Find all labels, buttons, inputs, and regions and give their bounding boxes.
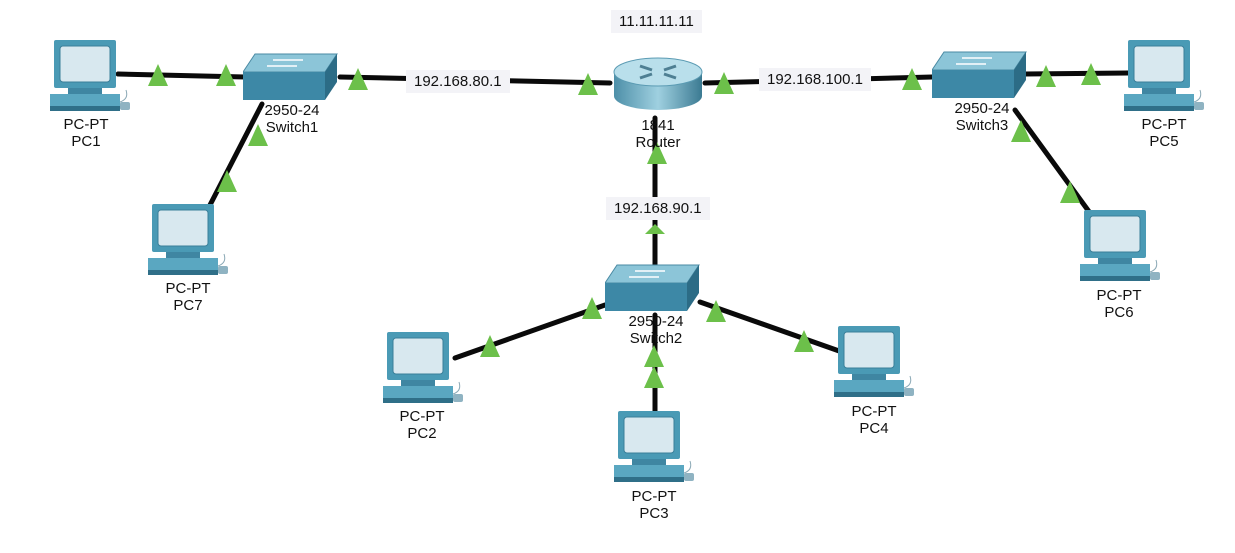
link-status-up-icon [794,330,814,352]
pc3-device[interactable] [612,411,696,490]
switch3-label: 2950-24 Switch3 [940,100,1024,134]
pc-icon [148,204,228,275]
router-icon [613,57,703,110]
switch3-device[interactable] [931,50,1028,107]
pc7-name: PC7 [173,297,203,314]
link-ip-label-right: 192.168.100.1 [759,68,871,91]
switch2-model: 2950-24 [628,313,684,330]
pc6-type: PC-PT [1096,287,1142,304]
pc5-type: PC-PT [1141,116,1187,133]
pc6-label: PC-PT PC6 [1073,287,1165,321]
switch1-device[interactable] [242,52,339,109]
router-name: Router [635,134,681,151]
link-status-up-icon [248,124,268,146]
switch3-model: 2950-24 [954,100,1010,117]
pc5-device[interactable] [1122,40,1206,119]
pc3-name: PC3 [639,505,669,522]
switch2-label: 2950-24 Switch2 [614,313,698,347]
link-status-up-icon [582,297,602,319]
pc4-label: PC-PT PC4 [828,403,920,437]
switch3-name: Switch3 [955,117,1009,134]
pc-icon [1080,210,1160,281]
router-ip-label: 11.11.11.11 [611,10,702,33]
switch-icon [931,51,1027,98]
pc6-name: PC6 [1104,304,1134,321]
link-ip-label-bottom: 192.168.90.1 [606,197,710,220]
link-status-up-icon [645,224,665,234]
link-status-up-icon [902,68,922,90]
switch1-label: 2950-24 Switch1 [250,102,334,136]
pc7-device[interactable] [146,204,230,283]
switch2-name: Switch2 [629,330,683,347]
pc2-label: PC-PT PC2 [376,408,468,442]
pc-icon [383,332,463,403]
link-status-up-icon [578,73,598,95]
link-switch3-pc6[interactable] [1012,107,1093,216]
link-status-up-icon [1060,181,1080,203]
pc6-device[interactable] [1078,210,1162,289]
pc1-label: PC-PT PC1 [40,116,132,150]
link-status-up-icon [1036,65,1056,87]
link-status-up-icon [148,64,168,86]
link-switch2-pc2[interactable] [452,302,608,361]
pc-icon [614,411,694,482]
link-status-up-icon [480,335,500,357]
switch-icon [604,264,700,311]
switch2-device[interactable] [604,263,701,320]
pc4-type: PC-PT [851,403,897,420]
router-label: 1841 Router [622,117,694,151]
pc1-type: PC-PT [63,116,109,133]
pc3-type: PC-PT [631,488,677,505]
pc2-type: PC-PT [399,408,445,425]
link-status-up-icon [706,300,726,322]
link-status-up-icon [644,345,664,367]
switch1-model: 2950-24 [264,102,320,119]
link-status-up-icon [1011,120,1031,142]
pc2-name: PC2 [407,425,437,442]
pc4-device[interactable] [832,326,916,405]
pc3-label: PC-PT PC3 [608,488,700,522]
pc7-type: PC-PT [165,280,211,297]
switch1-name: Switch1 [265,119,319,136]
link-switch1-pc7[interactable] [207,101,265,208]
pc1-name: PC1 [71,133,101,150]
link-switch2-pc4[interactable] [697,299,845,355]
router-device[interactable] [612,50,704,121]
pc-icon [834,326,914,397]
pc-icon [50,40,130,111]
link-switch3-pc5[interactable] [1022,70,1131,77]
link-status-up-icon [714,72,734,94]
link-status-up-icon [217,170,237,192]
router-model: 1841 [641,117,675,134]
pc5-label: PC-PT PC5 [1118,116,1210,150]
pc2-device[interactable] [381,332,465,411]
link-status-up-icon [1081,63,1101,85]
pc5-name: PC5 [1149,133,1179,150]
link-status-up-icon [348,68,368,90]
link-ip-label-left: 192.168.80.1 [406,70,510,93]
pc7-label: PC-PT PC7 [142,280,234,314]
link-status-up-icon [647,142,667,164]
pc-icon [1124,40,1204,111]
pc4-name: PC4 [859,420,889,437]
pc1-device[interactable] [48,40,132,119]
link-status-up-icon [644,366,664,388]
switch-icon [242,53,338,100]
link-status-up-icon [216,64,236,86]
